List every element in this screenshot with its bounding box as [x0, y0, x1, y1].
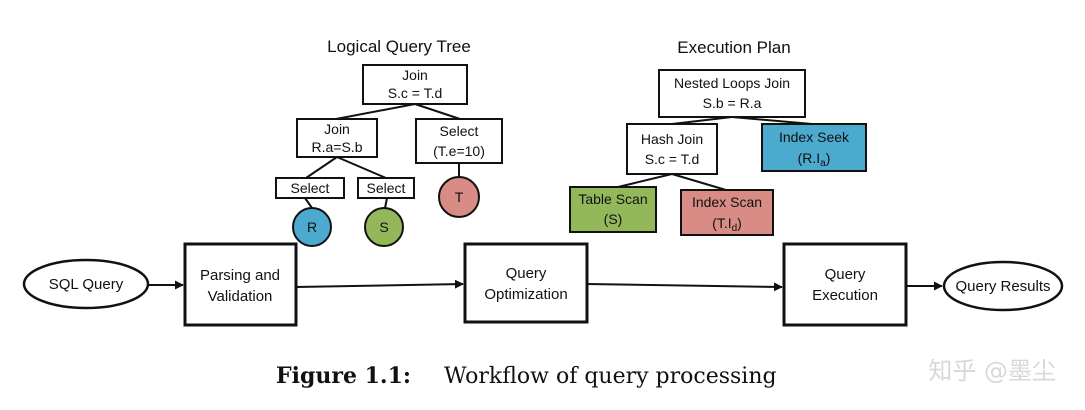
table-s-label: S	[379, 219, 388, 235]
execution-plan-edges	[617, 116, 813, 191]
parsing-line1: Parsing and	[200, 267, 280, 284]
table-t-circle: T	[438, 176, 480, 218]
index-seek-line2-suffix: )	[826, 150, 831, 166]
logical-join-root-line2: S.c = T.d	[388, 85, 443, 101]
execution-line2: Execution	[812, 287, 878, 304]
logical-tree-edges	[304, 103, 461, 209]
optimization-line1: Query	[506, 265, 547, 282]
edge-root-to-join	[335, 103, 416, 120]
index-seek-line2-prefix: (R.I	[798, 150, 821, 166]
index-scan-line2-subscript: d	[732, 223, 738, 234]
execution-plan-title: Execution Plan	[677, 38, 790, 57]
nested-loops-join-line1: Nested Loops Join	[674, 75, 790, 91]
query-optimization-box: Query Optimization	[463, 242, 589, 324]
logical-select-right-line2: (T.e=10)	[433, 143, 485, 159]
logical-select-r-node: Select	[275, 177, 345, 199]
logical-select-right-node: Select (T.e=10)	[415, 118, 503, 164]
index-scan-node: Index Scan (T.Id)	[680, 189, 774, 236]
edge-hash-to-index-scan	[671, 173, 727, 191]
query-execution-box: Query Execution	[782, 242, 908, 327]
edge-nlj-to-hash-join	[671, 116, 733, 125]
table-scan-node: Table Scan (S)	[569, 186, 657, 233]
query-results-label: Query Results	[955, 278, 1050, 295]
index-scan-line2: (T.Id)	[712, 215, 742, 234]
figure-caption: Figure 1.1: Workflow of query processing	[276, 363, 777, 389]
arrow-parsing-to-optimization	[295, 279, 464, 289]
query-results-ellipse: Query Results	[942, 260, 1064, 312]
table-r-label: R	[307, 219, 317, 235]
logical-select-s-node: Select	[357, 177, 415, 199]
caption-label: Figure 1.1:	[276, 363, 411, 389]
table-scan-line1: Table Scan	[578, 191, 647, 207]
watermark-text: 知乎 @墨尘	[928, 357, 1056, 385]
workflow-pipeline: SQL Query Parsing and Validation Query O…	[22, 242, 1064, 327]
logical-join-root-line1: Join	[402, 67, 428, 83]
logical-query-tree: Logical Query Tree Join S.c = T.d Join R…	[275, 37, 503, 247]
workflow-arrows	[148, 279, 943, 292]
edge-select-to-s	[384, 197, 388, 209]
execution-line1: Query	[825, 266, 866, 283]
logical-join-left-line1: Join	[324, 121, 350, 137]
index-scan-line1: Index Scan	[692, 194, 762, 210]
hash-join-node: Hash Join S.c = T.d	[626, 123, 718, 175]
index-seek-node: Index Seek (R.Ia)	[761, 123, 867, 172]
execution-plan: Execution Plan Nested Loops Join S.b = R…	[569, 38, 867, 236]
edge-hash-to-table-scan	[617, 173, 673, 188]
index-seek-line2: (R.Ia)	[798, 150, 831, 169]
parsing-line2: Validation	[208, 288, 273, 305]
hash-join-line2: S.c = T.d	[645, 151, 700, 167]
sql-query-ellipse: SQL Query	[22, 258, 150, 310]
table-t-label: T	[455, 189, 464, 205]
logical-select-s-label: Select	[367, 180, 406, 196]
index-scan-line2-suffix: )	[737, 215, 742, 231]
table-s-circle: S	[364, 207, 404, 247]
logical-select-r-label: Select	[291, 180, 330, 196]
index-seek-line1: Index Seek	[779, 129, 850, 145]
caption-text: Workflow of query processing	[444, 364, 777, 389]
table-scan-line2: (S)	[604, 211, 623, 227]
logical-join-left-node: Join R.a=S.b	[296, 118, 378, 158]
sql-query-label: SQL Query	[49, 276, 124, 293]
edge-root-to-select	[414, 103, 461, 120]
edge-join-to-select-r	[305, 156, 338, 179]
edge-select-to-r	[304, 197, 313, 209]
logical-join-left-line2: R.a=S.b	[312, 139, 363, 155]
index-seek-line2-subscript: a	[820, 158, 826, 169]
logical-select-right-line1: Select	[440, 123, 479, 139]
logical-tree-title: Logical Query Tree	[327, 37, 471, 56]
edge-join-to-select-s	[336, 156, 387, 179]
parsing-validation-box: Parsing and Validation	[183, 242, 298, 327]
edge-nlj-to-index-seek	[731, 116, 813, 125]
hash-join-line1: Hash Join	[641, 131, 703, 147]
nested-loops-join-line2: S.b = R.a	[703, 95, 762, 111]
logical-join-root-node: Join S.c = T.d	[362, 64, 468, 105]
table-r-circle: R	[292, 207, 332, 247]
nested-loops-join-node: Nested Loops Join S.b = R.a	[658, 69, 806, 118]
optimization-line2: Optimization	[484, 286, 567, 303]
index-scan-line2-prefix: (T.I	[712, 215, 731, 231]
arrow-optimization-to-execution	[586, 282, 783, 292]
